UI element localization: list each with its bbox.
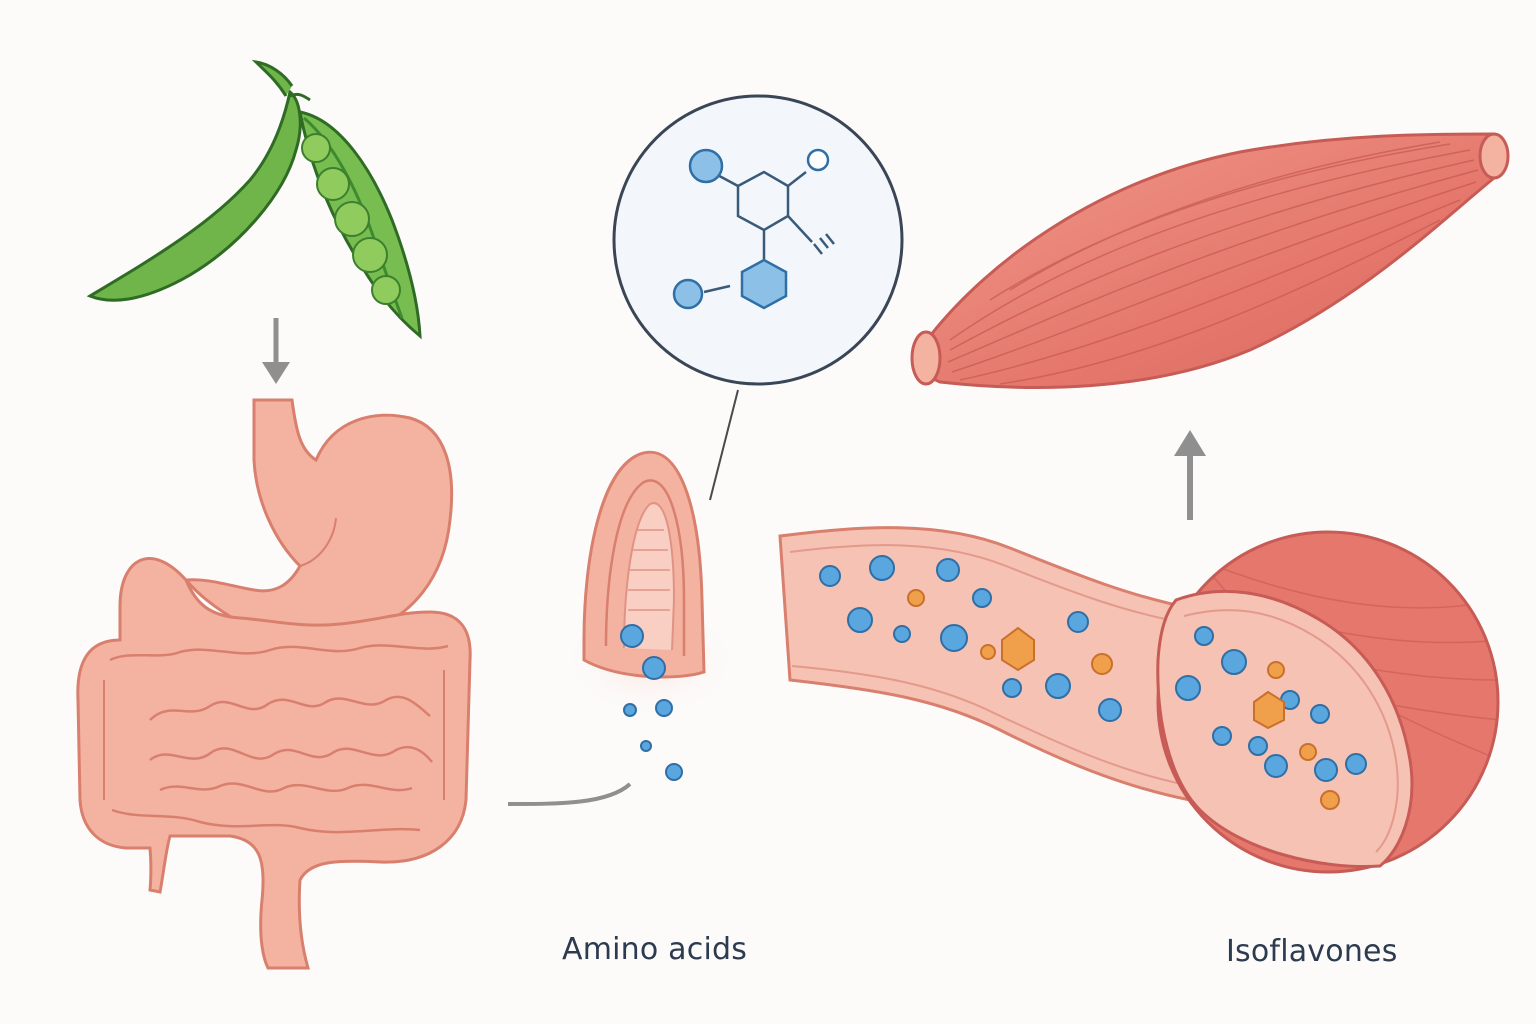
arrow-down-icon [262,318,290,384]
zoom-pointer-line [709,389,739,501]
molecule-icon [612,94,904,386]
muscle-cross-section-icon [1156,530,1500,874]
muscle-icon [910,132,1510,389]
amino-acid-particles [620,624,683,781]
villus-icon [560,450,740,720]
connector-line [507,782,632,806]
intestines-icon [76,557,472,970]
isoflavones-label: Isoflavones [1226,934,1398,969]
stomach-icon [183,398,454,640]
blood-vessel-icon [778,526,1192,802]
amino-acids-label: Amino acids [562,932,748,967]
arrow-up-icon [1174,430,1206,520]
pea-pod-icon [86,59,422,340]
